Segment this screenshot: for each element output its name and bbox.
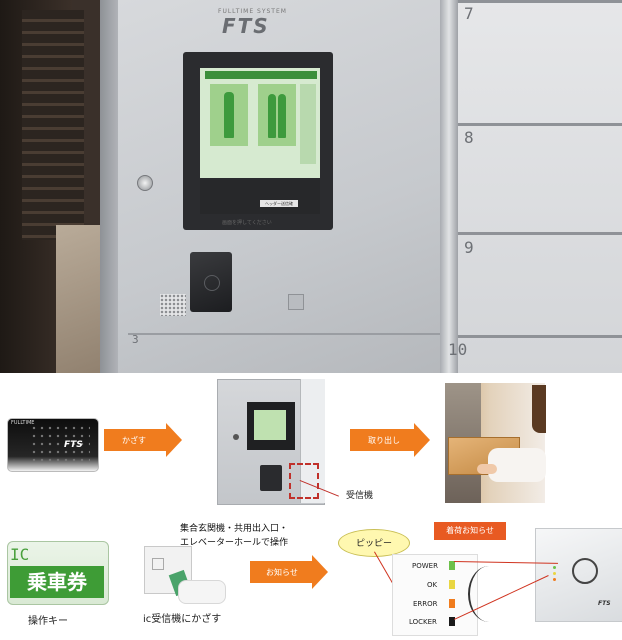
device-logo: FTS bbox=[598, 600, 611, 607]
device-led-icon bbox=[553, 578, 556, 581]
plate-square-icon bbox=[152, 558, 164, 570]
locker-number: 9 bbox=[464, 238, 474, 257]
status-label-power: POWER bbox=[412, 562, 438, 570]
locker-led-icon bbox=[449, 617, 455, 626]
locker-number: 8 bbox=[464, 128, 474, 147]
locker-number: 10 bbox=[448, 340, 468, 359]
wall-louver bbox=[22, 10, 84, 240]
receiver-label: 受信機 bbox=[346, 491, 374, 501]
person-hand bbox=[477, 464, 497, 474]
person-arm bbox=[178, 580, 226, 604]
cabinet-seam bbox=[128, 333, 446, 335]
card-logo: FTS bbox=[64, 440, 83, 450]
note-line: エレベーターホールで操作 bbox=[180, 538, 289, 548]
arrow-label: 取り出し bbox=[368, 436, 400, 445]
unit-screen-display bbox=[254, 410, 286, 440]
person-icon bbox=[278, 94, 286, 138]
ic-ticket-label: 乗車券 bbox=[10, 566, 104, 598]
device-led-icon bbox=[553, 566, 556, 569]
speaker-grille bbox=[160, 294, 186, 316]
screen-option-multi[interactable] bbox=[258, 84, 296, 146]
ok-led-icon bbox=[449, 580, 455, 589]
bubble-text: ピッピー bbox=[356, 539, 393, 549]
error-led-icon bbox=[449, 599, 455, 608]
status-label-locker: LOCKER bbox=[409, 618, 437, 626]
status-label-ok: OK bbox=[427, 581, 438, 589]
step-arrow-tap bbox=[104, 423, 182, 457]
indicator-curve bbox=[468, 566, 510, 622]
locker-divider bbox=[458, 0, 622, 3]
locker-divider bbox=[458, 123, 622, 126]
screen-footer bbox=[200, 180, 320, 214]
device-led-icon bbox=[553, 572, 556, 575]
device-sensor-icon bbox=[572, 558, 598, 584]
cabinet-number: 3 bbox=[132, 333, 139, 346]
step-arrow-notify bbox=[250, 555, 328, 589]
brand-tagline: FULLTIME SYSTEM bbox=[218, 8, 287, 15]
cube-icon bbox=[288, 294, 304, 310]
ic-caption: 操作キー bbox=[28, 616, 68, 627]
key-lock-icon[interactable] bbox=[137, 175, 153, 191]
card-label: FULLTIME bbox=[11, 420, 35, 426]
brand-logo: FTS bbox=[222, 14, 270, 38]
locker-doors bbox=[458, 0, 622, 373]
person-hair bbox=[532, 385, 546, 433]
reader-highlight bbox=[289, 463, 319, 499]
locker-divider bbox=[458, 335, 622, 338]
status-label-error: ERROR bbox=[413, 600, 438, 608]
person-arm bbox=[488, 448, 546, 482]
step-arrow-retrieve bbox=[350, 423, 430, 457]
locker-number: 7 bbox=[464, 4, 474, 23]
person-icon bbox=[268, 94, 276, 138]
cabinet-edge bbox=[440, 0, 458, 373]
arrow-label: お知らせ bbox=[266, 568, 298, 577]
screen-header-bar bbox=[205, 71, 317, 79]
note-line: 集合玄関機・共用出入口・ bbox=[180, 524, 289, 534]
ic-logo: IC bbox=[10, 545, 30, 564]
screen-tag[interactable]: ヘッダー送信確 bbox=[260, 200, 298, 207]
reader-mark-icon bbox=[204, 275, 220, 291]
person-icon bbox=[224, 92, 234, 138]
screen-caption: 画面を押してください bbox=[222, 220, 272, 226]
arrow-label: かざす bbox=[122, 436, 146, 445]
card-pattern bbox=[30, 424, 90, 462]
unit-key-icon bbox=[233, 434, 239, 440]
locker-divider bbox=[458, 232, 622, 235]
power-led-icon bbox=[449, 561, 455, 570]
screen-sidebar bbox=[300, 84, 316, 164]
unit-reader bbox=[260, 465, 282, 491]
operation-note: 集合玄関機・共用出入口・ エレベーターホールで操作 bbox=[180, 522, 288, 550]
touch-caption: ic受信機にかざす bbox=[143, 614, 222, 625]
arrival-notice-badge: 着荷お知らせ bbox=[434, 522, 506, 540]
